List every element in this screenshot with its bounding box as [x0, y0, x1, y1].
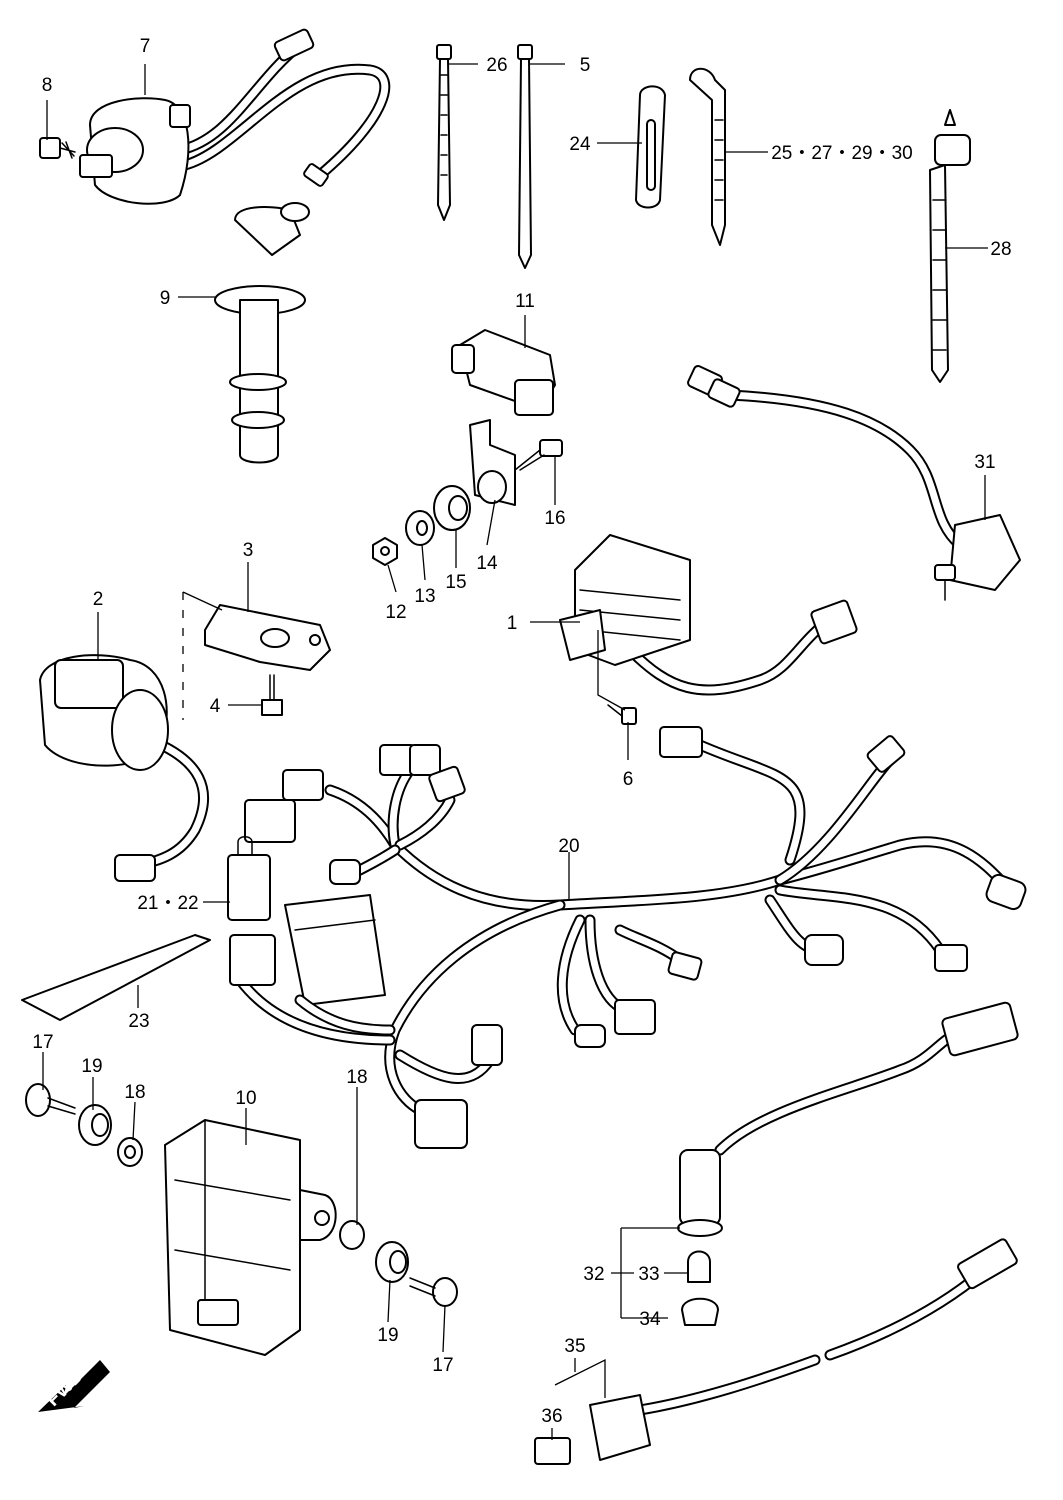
callout-2: 2 [93, 589, 104, 610]
washer-part-13 [405, 510, 435, 546]
callout-19a: 19 [81, 1056, 102, 1077]
callout-32: 32 [583, 1264, 604, 1285]
collar-part-18b [339, 1220, 365, 1250]
callout-4: 4 [210, 696, 221, 717]
nut-part-12 [372, 537, 398, 566]
callout-18b: 18 [346, 1067, 367, 1088]
callout-19b: 19 [377, 1325, 398, 1346]
callout-34: 34 [639, 1309, 661, 1330]
callout-13: 13 [414, 586, 435, 607]
callout-8: 8 [42, 75, 53, 96]
screw-part-8 [39, 137, 76, 159]
direction-arrow-fwd: FWD [38, 1360, 110, 1412]
cable-tie-part-5 [517, 44, 533, 269]
cap-part-34 [681, 1297, 719, 1326]
plug-cap-part-9 [214, 202, 310, 464]
cable-tie-part-25-27-29-30 [689, 67, 726, 246]
callout-5: 5 [580, 55, 591, 76]
relay-part-11 [451, 329, 556, 416]
callout-24: 24 [569, 134, 591, 155]
callout-17a: 17 [32, 1032, 53, 1053]
bolt-part-16 [514, 439, 563, 471]
callout-20: 20 [558, 836, 579, 857]
collar-part-18a [117, 1137, 143, 1167]
callout-18a: 18 [124, 1082, 145, 1103]
callout-14: 14 [476, 553, 498, 574]
callout-6: 6 [623, 769, 634, 790]
regulator-part-1 [559, 534, 858, 696]
bulb-part-33 [687, 1250, 711, 1283]
callout-11: 11 [515, 291, 535, 312]
callout-25-27-29-30: 25・27・29・30 [771, 143, 913, 164]
bolt-part-4 [261, 674, 283, 716]
wiring-harness-part-20 [234, 726, 1027, 1149]
sheet-part-23 [21, 934, 211, 1021]
callout-7: 7 [140, 36, 151, 57]
callout-9: 9 [160, 288, 171, 309]
callout-15: 15 [445, 572, 466, 593]
callout-3: 3 [243, 540, 254, 561]
callout-17b: 17 [432, 1355, 453, 1376]
pickup-lead-part-32 [677, 1001, 1019, 1237]
fuse-part-36 [534, 1437, 571, 1465]
callout-23: 23 [128, 1011, 149, 1032]
callout-16: 16 [544, 508, 565, 529]
callout-35: 35 [564, 1336, 585, 1357]
bolt-part-17b [409, 1277, 458, 1307]
clamp-part-24 [635, 85, 666, 209]
screw-part-6 [607, 704, 637, 725]
cable-tie-part-26 [436, 44, 452, 221]
fuse-holder-part-35 [589, 1238, 1018, 1461]
assembly-line [182, 591, 223, 611]
callout-1: 1 [507, 613, 518, 634]
callout-21-22: 21・22 [137, 893, 198, 914]
callout-labels: 7 8 9 26 5 24 25・27・29・30 28 11 16 14 15… [32, 36, 1011, 1427]
coupler-part-21-22 [227, 836, 276, 986]
grommet-part-19b [375, 1241, 409, 1283]
leader-lines [42, 63, 988, 1440]
sensor-part-31 [687, 365, 1021, 601]
coil-part-2 [39, 654, 209, 882]
ecu-part-10 [164, 1119, 337, 1356]
callout-36: 36 [541, 1406, 562, 1427]
bolt-part-17a [25, 1083, 76, 1117]
bracket-part-3 [204, 604, 331, 671]
grommet-part-15 [433, 485, 471, 531]
callout-10: 10 [235, 1088, 256, 1109]
cable-tie-part-28 [929, 109, 971, 383]
grommet-part-19a [78, 1104, 112, 1146]
callout-26: 26 [486, 55, 507, 76]
bracket-part-14 [469, 419, 516, 506]
ignition-switch-part-7 [79, 28, 391, 205]
callout-28: 28 [990, 239, 1011, 260]
callout-31: 31 [974, 452, 995, 473]
callout-33: 33 [638, 1264, 659, 1285]
callout-12: 12 [385, 602, 406, 623]
